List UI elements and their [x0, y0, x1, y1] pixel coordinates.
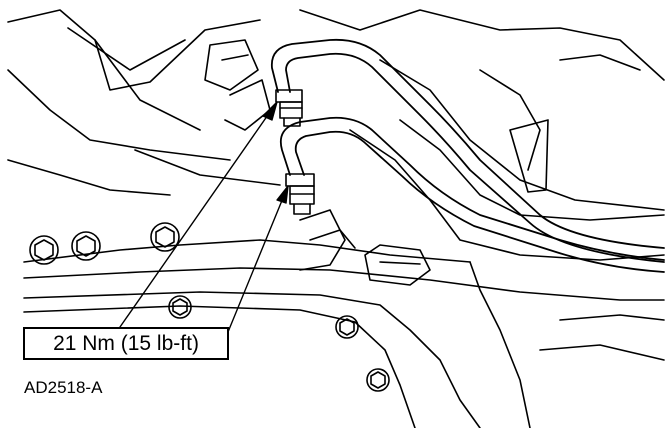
transmission-case-outline — [23, 209, 665, 428]
upper-cooler-line — [270, 38, 665, 263]
bolt-6 — [366, 368, 390, 392]
bolt-1 — [29, 235, 59, 265]
figure-id-label: AD2518-A — [24, 378, 103, 397]
upper-housing-outline — [7, 9, 281, 196]
lower-line-fitting — [285, 173, 315, 215]
right-housing-outline — [299, 9, 665, 261]
lower-cooler-line — [279, 116, 665, 273]
torque-specification-label: 21 Nm (15 lb-ft) — [53, 331, 199, 355]
bolt-2 — [71, 231, 101, 261]
callout-leader-lines — [119, 101, 289, 333]
bolt-5 — [335, 315, 359, 339]
bolt-4 — [168, 295, 192, 319]
upper-line-fitting — [275, 89, 303, 127]
torque-callout-box: 21 Nm (15 lb-ft) — [23, 327, 229, 360]
bolt-3 — [150, 222, 180, 252]
